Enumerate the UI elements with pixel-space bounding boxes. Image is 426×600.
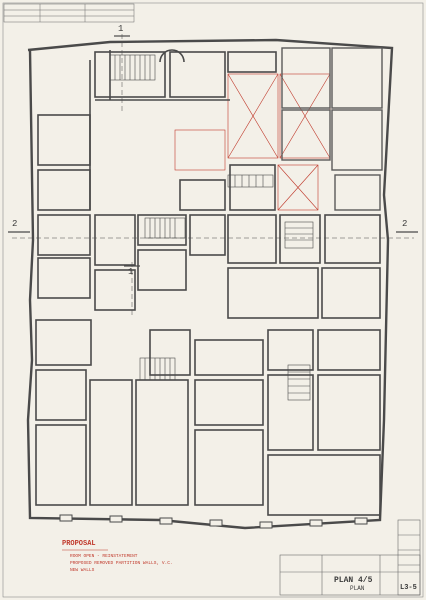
marker-top: 1 — [118, 24, 124, 34]
section-cut-heads — [8, 35, 418, 267]
interior-walls-south — [35, 319, 381, 516]
red-demolition-area — [174, 73, 331, 211]
legend-line: PROPOSED REMOVED PARTITION WALLS, V.C. — [70, 561, 173, 566]
upper-right-rooms — [281, 47, 383, 211]
legend-line: ROOM OPEN - REINSTATEMENT — [70, 554, 138, 559]
interior-walls-middle — [37, 214, 381, 319]
marker-right: 2 — [402, 219, 408, 229]
marker-middle: 1 — [128, 267, 134, 277]
south-windows — [59, 514, 368, 529]
staircases — [109, 54, 314, 401]
section-cut-lines — [12, 34, 414, 318]
drawing-title: PLAN 4/5 — [334, 576, 373, 585]
drawing-subtitle: PLAN — [350, 585, 365, 592]
legend-line: NEW WALLS — [70, 568, 95, 573]
header-stamp — [3, 3, 135, 23]
title-block — [279, 519, 421, 596]
interior-walls-north — [37, 49, 277, 211]
sheet-number: L3-5 — [400, 584, 417, 592]
legend-title: PROPOSAL — [62, 540, 96, 548]
marker-left: 2 — [12, 219, 18, 229]
